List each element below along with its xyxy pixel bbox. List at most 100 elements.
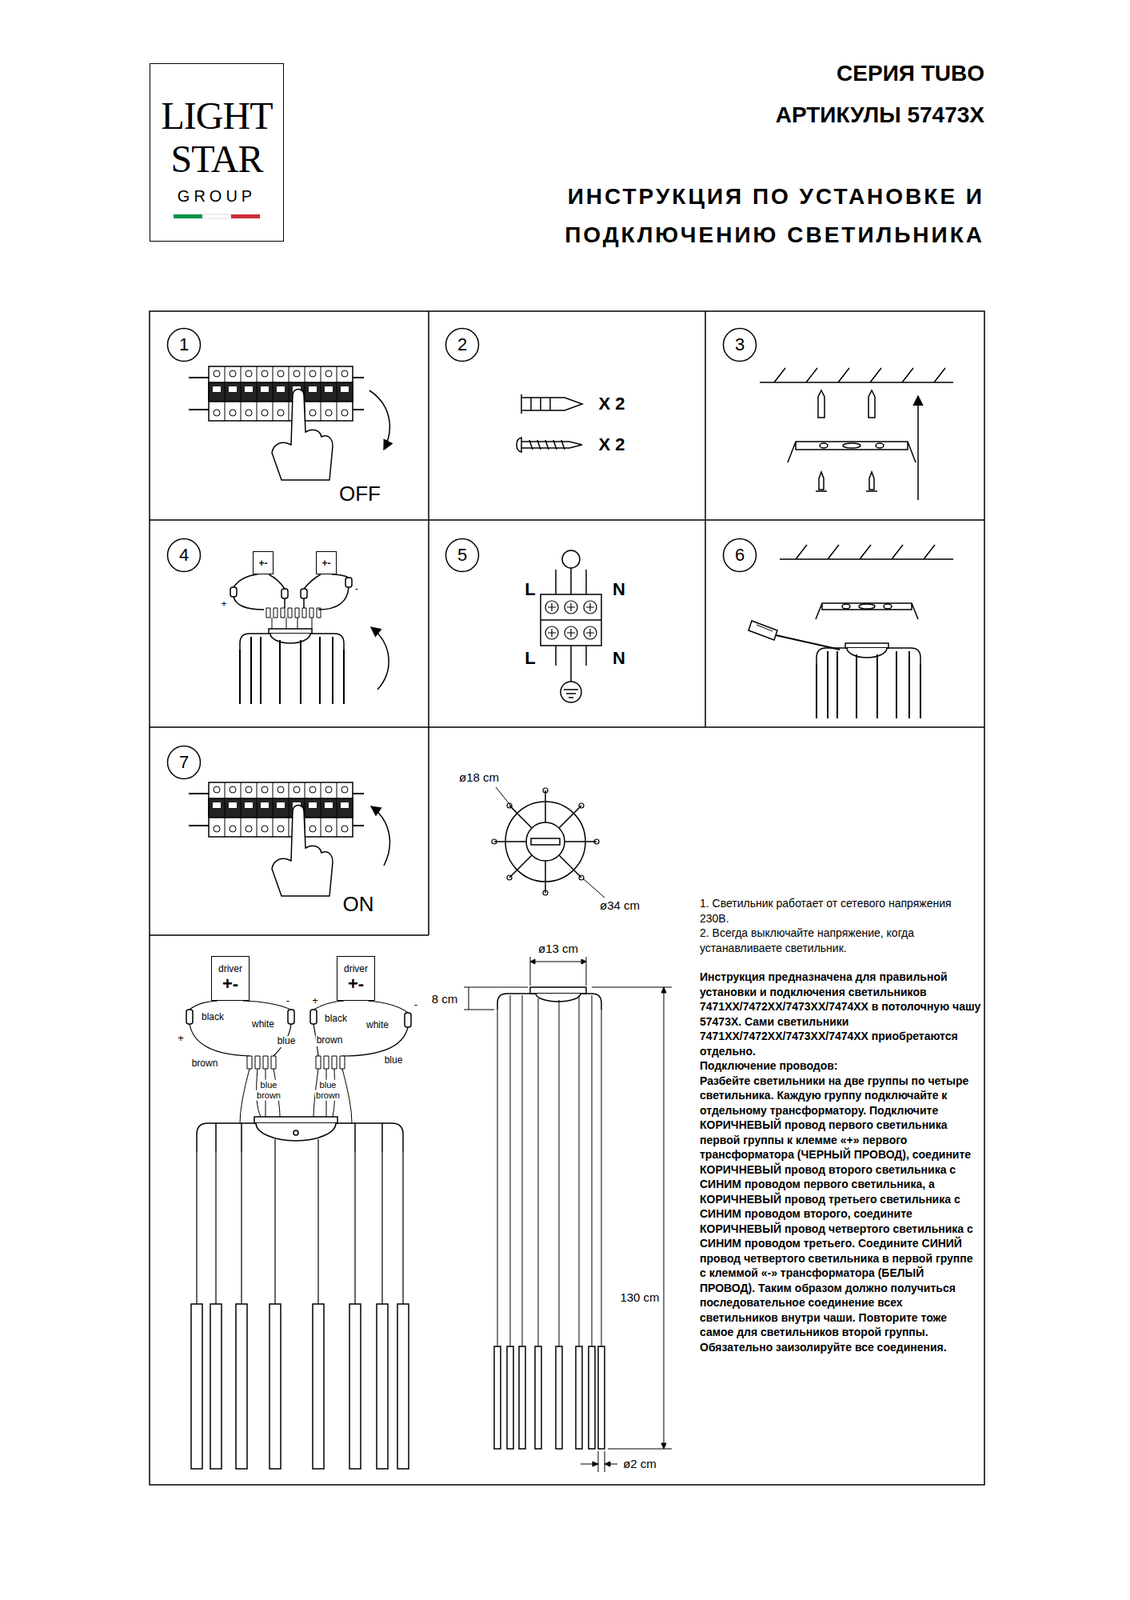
wiring-diagram: [210, 1303, 222, 1469]
panel-grid: [149, 311, 985, 1485]
polarity-mark: -: [413, 998, 419, 1011]
switch-state: OFF: [339, 482, 381, 507]
bracket-mounting: [815, 471, 878, 492]
terminal-block: [563, 689, 579, 698]
wiring-diagram: [255, 1122, 336, 1141]
node-text: 2: [457, 335, 468, 354]
dimension: ø2 cm: [622, 1456, 657, 1470]
terminal-block: [562, 550, 580, 568]
step-number: 7: [166, 744, 202, 780]
side-view: [519, 1345, 526, 1449]
step-circle: [723, 539, 757, 572]
top-view: [543, 890, 548, 895]
terminal-block: [540, 618, 602, 621]
node-subtext: GROUP: [177, 187, 256, 206]
logo-flag: [173, 214, 203, 219]
terminal-name: N: [612, 647, 626, 668]
top-view: [594, 838, 599, 844]
wire-color: brown: [315, 1090, 341, 1101]
step-number: 5: [444, 537, 480, 573]
breaker-on: [188, 782, 390, 896]
wire-color: black: [200, 1011, 225, 1023]
driver-box: driver+-: [211, 955, 250, 1001]
wire-color: white: [251, 1018, 276, 1031]
node-text: driver: [343, 962, 368, 975]
driver-box: driver+-: [336, 955, 376, 1001]
polarity-mark: +: [176, 1032, 185, 1045]
wire-color: brown: [315, 1034, 344, 1047]
polarity-mark: -: [285, 994, 291, 1007]
canopy-fixing: [775, 634, 840, 650]
wiring-sketch: [300, 588, 308, 599]
wiring-diagram: [293, 1130, 299, 1135]
wiring-diagram: [349, 1303, 361, 1469]
wiring-sketch: [233, 586, 349, 610]
node-text: 4: [179, 546, 189, 564]
terminal-block: [555, 567, 587, 682]
wire-color: black: [323, 1013, 348, 1025]
quantity: X 2: [598, 393, 625, 414]
side-view: [661, 986, 667, 1449]
driver-box: +-: [252, 551, 274, 575]
wall-plug-and-screw: [521, 394, 583, 414]
bracket-mounting: [819, 443, 828, 448]
top-view: [578, 802, 584, 808]
wiring-diagram: [254, 1116, 338, 1123]
step-circle: [167, 328, 201, 362]
side-view: [497, 994, 602, 1346]
node-text: LIGHT STAR: [152, 94, 281, 181]
polarity-mark: +: [311, 994, 320, 1007]
node-text: driver: [218, 962, 243, 975]
step-number: 1: [166, 327, 202, 363]
terminal-name: N: [612, 578, 626, 599]
wiring-sketch: [271, 617, 312, 629]
node-text: 1: [179, 335, 189, 354]
step-number: 2: [444, 327, 480, 363]
top-view: [543, 787, 548, 793]
series-name: СЕРИЯ TUBO: [836, 62, 985, 85]
wire-color: brown: [255, 1090, 282, 1101]
wire-color: brown: [191, 1058, 220, 1070]
wiring-sketch: [266, 607, 321, 618]
step-number: 6: [722, 537, 758, 573]
side-view: [588, 1345, 595, 1449]
breaker-on: [371, 806, 390, 866]
side-view: [463, 956, 672, 1472]
top-view: [491, 838, 497, 844]
bracket-mounting: [917, 395, 919, 500]
wiring-diagram: [376, 1303, 388, 1469]
wiring-diagram: [191, 1303, 409, 1469]
wiring-diagram: [269, 1303, 281, 1469]
wire-color: blue: [319, 1079, 338, 1091]
node-text: 7: [179, 753, 189, 771]
node-text: +-: [258, 558, 268, 568]
node-subtext: +-: [222, 974, 239, 994]
top-view: [578, 874, 584, 880]
side-view: [530, 956, 587, 986]
canopy-fixing: [883, 603, 892, 609]
wiring-sketch: [233, 574, 349, 589]
switch-state: ON: [343, 892, 375, 917]
node-subtext: +-: [347, 974, 364, 994]
page-title: ИНСТРУКЦИЯ ПО УСТАНОВКЕ И ПОДКЛЮЧЕНИЮ СВ…: [408, 177, 985, 255]
dimension: 130 cm: [618, 1289, 660, 1304]
side-view: [535, 993, 581, 1002]
wall-plug-and-screw: [516, 394, 583, 452]
side-view: [507, 1345, 514, 1449]
wiring-sketch: [230, 574, 389, 704]
top-view: [531, 838, 560, 845]
side-view: [530, 986, 587, 994]
logo-flag: [173, 214, 260, 219]
terminal-name: L: [524, 578, 536, 599]
wiring-sketch: [239, 628, 344, 704]
canopy-fixing: [779, 544, 954, 560]
dimension: 8 cm: [431, 991, 459, 1006]
side-view: [494, 1345, 605, 1449]
panel-grid: [149, 311, 985, 935]
instruction-text: Разбейте светильники на две группы по че…: [699, 1073, 982, 1355]
article-number: АРТИКУЛЫ 57473X: [775, 103, 985, 127]
wiring-sketch: [371, 626, 389, 690]
step-number: 3: [722, 327, 758, 363]
node-text: 6: [734, 546, 745, 564]
